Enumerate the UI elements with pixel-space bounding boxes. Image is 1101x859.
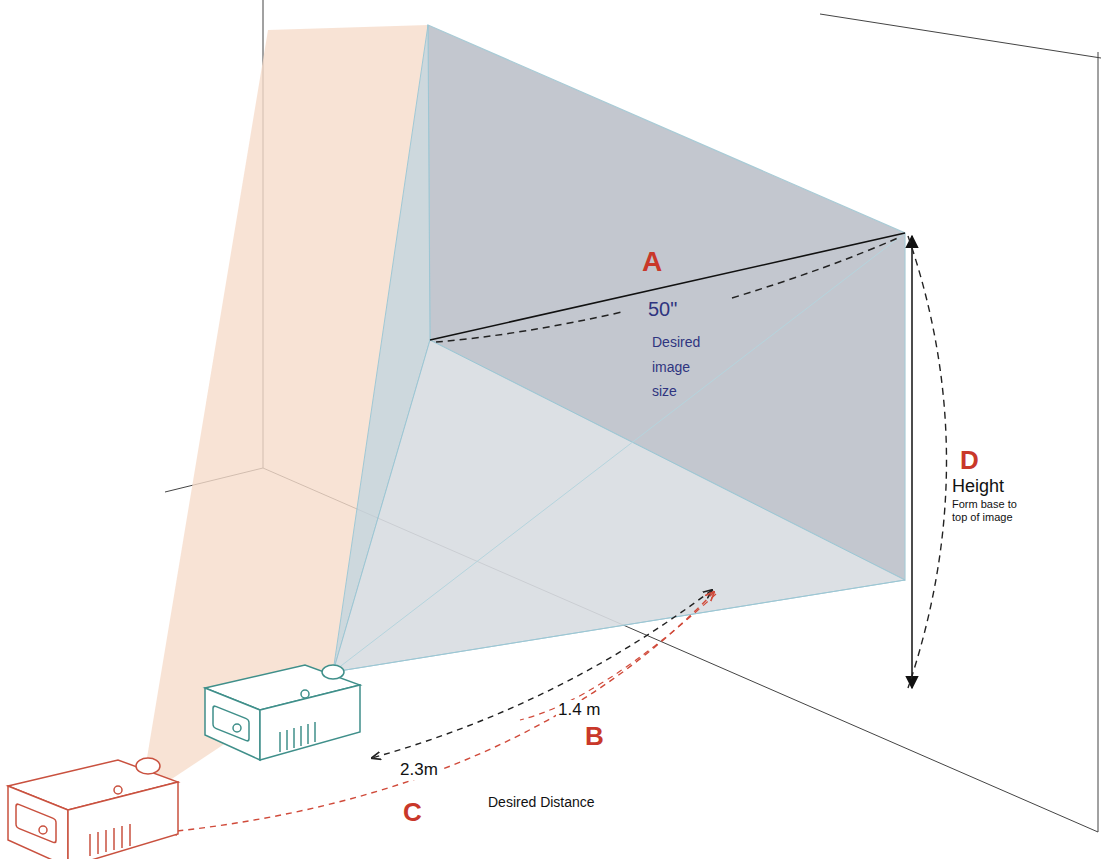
beam-edge [333,233,905,672]
height-label: Height [952,476,1004,497]
dashed-arc [436,312,622,342]
distance-arc [372,590,712,758]
dimension-letter: C [403,798,422,828]
height-arrow [911,236,913,688]
beam-edge [333,580,905,672]
dashed-arc [732,237,900,298]
dimension-letter: D [960,446,979,476]
projector-far [8,758,178,859]
height-note: Form base to top of image [952,498,1034,523]
dimension-letter: A [642,246,662,278]
size-value: 50" [648,298,677,321]
distance-value: 1.4 m [556,700,603,720]
diagonal-line [430,233,905,340]
dimension-letter: B [583,722,606,752]
size-caption: Desired image size [652,330,714,404]
distance-arc [520,594,716,720]
distance-caption: Desired Distance [488,794,595,810]
dashed-arc [908,236,947,688]
beam-bottom [333,340,905,672]
distance-value: 2.3m [398,760,440,780]
projector-near [205,665,360,760]
distance-arc [168,592,714,832]
